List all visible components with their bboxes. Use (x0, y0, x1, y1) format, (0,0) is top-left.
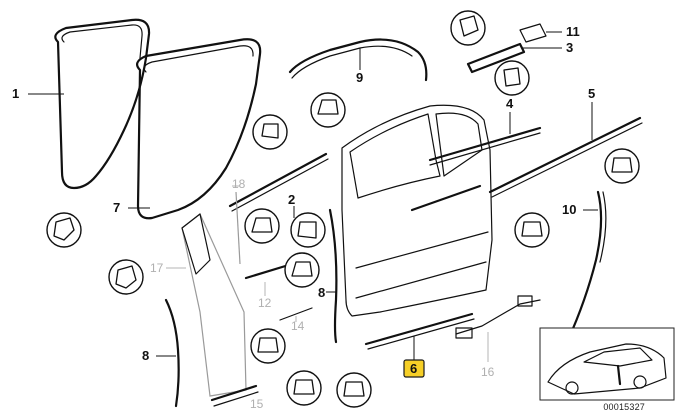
part-9-channel (288, 38, 428, 82)
label-part-4: 4 (506, 96, 514, 111)
part-14-pin (279, 307, 313, 322)
part-12-strip (244, 262, 294, 296)
label-part-3: 3 (566, 40, 573, 55)
part-8-seal-left (156, 298, 180, 408)
label-part-1: 1 (12, 86, 19, 101)
label-part-18: 18 (232, 177, 246, 191)
part-8-seal-mid (326, 208, 338, 344)
drawing-number: 00015327 (603, 402, 645, 412)
part-15-sill (210, 384, 259, 407)
label-part-10: 10 (562, 202, 576, 217)
label-part-8-mid: 8 (318, 285, 325, 300)
label-part-17: 17 (150, 261, 164, 275)
label-part-6: 6 (410, 361, 417, 376)
label-part-16: 16 (481, 365, 495, 379)
label-part-11: 11 (566, 24, 580, 39)
label-part-12: 12 (258, 296, 272, 310)
part-6-highlight (403, 359, 425, 378)
part-16-harness (455, 295, 541, 362)
part-11-bracket (519, 23, 562, 43)
part-4-strip (428, 112, 542, 166)
label-part-7: 7 (113, 200, 120, 215)
part-3-clip (466, 42, 562, 74)
label-part-8-left: 8 (142, 348, 149, 363)
label-part-14: 14 (291, 319, 305, 333)
part-1-door-seal (28, 18, 151, 190)
part-2-strip (228, 152, 329, 218)
vehicle-inset-car (547, 343, 667, 395)
label-part-15: 15 (250, 397, 264, 411)
part-6-strip (364, 312, 475, 360)
label-part-9: 9 (356, 70, 363, 85)
rear-door-outline (341, 104, 493, 317)
part-7-door-seal (128, 38, 262, 220)
label-part-5: 5 (588, 86, 595, 101)
part-18-grey (232, 185, 241, 265)
part-10-seal (566, 190, 607, 342)
callout-detail (46, 10, 640, 408)
part-5-moulding (488, 102, 643, 198)
label-part-2: 2 (288, 192, 295, 207)
